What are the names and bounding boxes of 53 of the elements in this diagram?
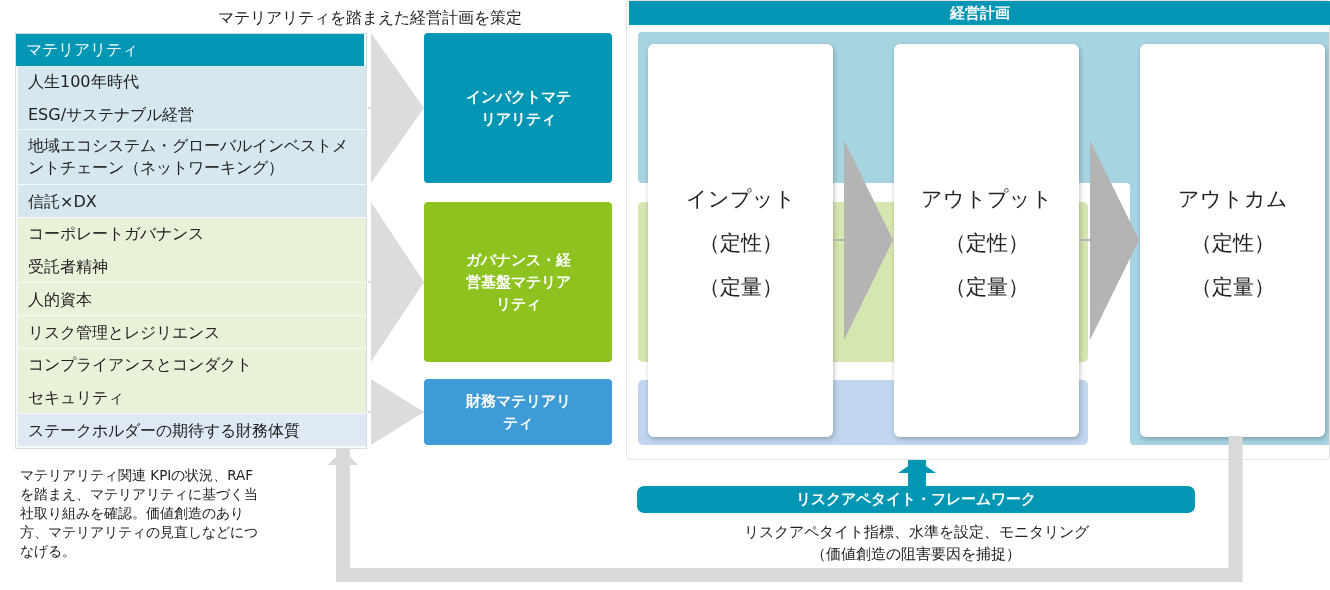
box-label: インパクトマテリアリティ bbox=[464, 87, 572, 130]
row-text: 地域エコシステム・グローバルインベストメントチェーン（ネットワーキング） bbox=[28, 135, 349, 179]
plan-panel bbox=[626, 0, 1330, 460]
materiality-box bbox=[424, 202, 612, 362]
row-text: セキュリティ bbox=[28, 387, 125, 409]
card-text: （定性） bbox=[944, 230, 1029, 257]
card-text: アウトプット bbox=[920, 186, 1053, 213]
materiality-box bbox=[424, 33, 612, 183]
card-text: （定性） bbox=[698, 230, 783, 257]
heading: マテリアリティを踏まえた経営計画を策定 bbox=[217, 8, 523, 29]
card-text: インプット bbox=[685, 186, 796, 213]
framework-bar bbox=[637, 486, 1195, 513]
arrow bbox=[898, 460, 936, 486]
row-text: 受託者精神 bbox=[28, 256, 109, 278]
table-row bbox=[18, 283, 366, 315]
stage-card bbox=[894, 44, 1079, 437]
stage-card bbox=[648, 44, 833, 437]
box-label: 財務マテリアリティ bbox=[464, 391, 572, 434]
row-text: ESG/サステナブル経営 bbox=[28, 103, 196, 126]
chevron-arrow bbox=[832, 140, 894, 340]
row-text: コンプライアンスとコンダクト bbox=[28, 354, 253, 376]
table-row bbox=[18, 218, 366, 282]
row-text: リスク管理とレジリエンス bbox=[28, 321, 221, 344]
table-row bbox=[18, 414, 366, 446]
row-text: 信託×DX bbox=[28, 190, 98, 213]
table-row bbox=[18, 316, 366, 348]
card-text: （定量） bbox=[1190, 274, 1275, 301]
note-text: マテリアリティ関連 KPIの状況、RAFを踏まえ、マテリアリティに基づく当社取り組みを確認。価値創造のあり方、マテリアリティの見直しなどにつなげる。 bbox=[20, 466, 258, 561]
table-row bbox=[18, 130, 366, 184]
chevron-arrow bbox=[1078, 140, 1140, 340]
row-text: 人的資本 bbox=[28, 288, 93, 311]
chevron-arrow bbox=[367, 379, 425, 445]
card-text: アウトカム bbox=[1177, 186, 1288, 213]
box-label: ガバナンス・経営基盤マテリアリティ bbox=[464, 250, 572, 315]
stage-card bbox=[1140, 44, 1325, 437]
table-row bbox=[18, 349, 366, 413]
chevron-arrow bbox=[367, 33, 425, 183]
row-text: ステークホルダーの期待する財務体質 bbox=[28, 419, 301, 442]
row-text: 人生100年時代 bbox=[28, 70, 140, 93]
chevron-arrow bbox=[367, 202, 425, 362]
card-text: （定量） bbox=[698, 274, 783, 301]
row-text: コーポレートガバナンス bbox=[28, 223, 205, 245]
card-text: （定性） bbox=[1190, 230, 1275, 257]
table-header: マテリアリティ bbox=[16, 34, 364, 66]
section-header: 経営計画 bbox=[629, 1, 1330, 25]
feedback-arrow bbox=[328, 436, 1243, 582]
box-label: リスクアペタイト・フレームワーク bbox=[796, 490, 1036, 509]
caption-text: リスクアペタイト指標、水準を設定、モニタリング（価値創造の阻害要因を捕捉） bbox=[742, 522, 1090, 565]
materiality-table bbox=[15, 33, 367, 449]
table-row bbox=[18, 66, 366, 129]
card-text: （定量） bbox=[944, 274, 1029, 301]
materiality-box bbox=[424, 379, 612, 445]
table-row bbox=[18, 185, 366, 217]
